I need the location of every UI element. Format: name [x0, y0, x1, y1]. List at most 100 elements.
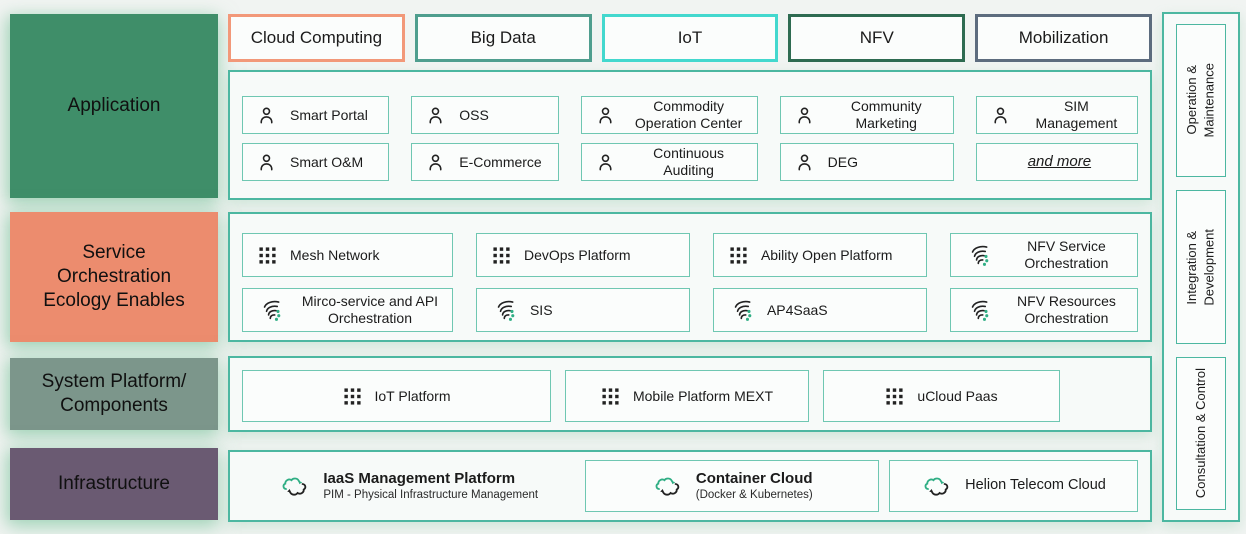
item-label: and more	[1027, 153, 1092, 170]
person-icon	[260, 154, 273, 170]
layer-label-text: Infrastructure	[58, 472, 170, 494]
layer-label-system-platform-components: System Platform/ Components	[10, 358, 218, 430]
item-label: OSS	[459, 106, 489, 123]
app-item-smart-o-m: Smart O&M	[242, 143, 390, 181]
app-item-commodity-operation-center: Commodity Operation Center	[580, 96, 758, 134]
item-subtitle: (Docker & Kubernetes)	[695, 488, 813, 501]
item-label: NFV Resources Orchestration	[1017, 293, 1116, 326]
tab-nfv: NFV	[788, 14, 966, 62]
item-label: Commodity Operation Center	[634, 98, 743, 131]
item-label: Continuous Auditing	[653, 145, 724, 178]
so-item-ap4saas: AP4SaaS	[712, 288, 927, 332]
app-item-continuous-auditing: Continuous Auditing	[580, 143, 758, 181]
app-item-smart-portal: Smart Portal	[242, 96, 390, 134]
infra-item-container-cloud: Container Cloud(Docker & Kubernetes)	[585, 460, 879, 512]
tab-label: NFV	[859, 28, 894, 47]
sidebar-integration-development: Integration & Development	[1176, 190, 1226, 344]
cloud-sync-icon	[655, 477, 679, 496]
tab-label: Big Data	[470, 28, 536, 47]
sidebar-label: Integration & Development	[1184, 228, 1217, 306]
technology-tabs-row: Cloud Computing Big Data IoT NFV Mobilizatio…	[228, 14, 1152, 62]
app-item-and-more: and more	[975, 143, 1138, 181]
tab-iot: IoT	[601, 14, 779, 62]
grid-dots-icon	[343, 387, 361, 405]
diagram-content-column: Cloud Computing Big Data IoT NFV Mobilizatio…	[228, 0, 1152, 534]
tab-label: Cloud Computing	[250, 28, 383, 47]
item-subtitle: PIM - Physical Infrastructure Management	[323, 488, 539, 501]
item-label: DevOps Platform	[523, 246, 631, 263]
item-label: E-Commerce	[459, 153, 542, 170]
item-title: Helion Telecom Cloud	[965, 477, 1106, 494]
person-icon	[798, 154, 811, 170]
layer-label-text: System Platform/ Components	[41, 370, 187, 416]
so-item-mesh-network: Mesh Network	[242, 233, 453, 277]
layer-label-application: Application	[10, 14, 218, 198]
wave-lines-icon	[971, 245, 989, 266]
infra-item-helion-telecom-cloud: Helion Telecom Cloud	[888, 460, 1138, 512]
tab-label: IoT	[677, 28, 703, 47]
layer-label-service-orchestration-ecology-enables: Service Orchestration Ecology Enables	[10, 212, 218, 342]
grid-dots-icon	[493, 246, 510, 264]
sidebar-consultation-control: Consultation & Control	[1176, 356, 1226, 510]
person-icon	[598, 107, 612, 123]
item-label: Smart Portal	[290, 106, 368, 123]
app-item-community-marketing: Community Marketing	[779, 96, 954, 134]
app-item-sim-management: SIM Management	[975, 96, 1138, 134]
grid-dots-icon	[602, 387, 619, 405]
item-label: IoT Platform	[374, 387, 451, 404]
wave-lines-icon	[263, 300, 281, 321]
item-label: NFV Service Orchestration	[1024, 238, 1109, 271]
tab-mobilization: Mobilization	[975, 14, 1152, 62]
so-item-nfv-resources-orchestration: NFV Resources Orchestration	[949, 288, 1138, 332]
person-icon	[994, 107, 1007, 123]
service-orchestration-container: Mesh Network DevOps Platform Ability Open …	[228, 212, 1152, 342]
app-item-oss: OSS	[411, 96, 559, 134]
application-container: Smart Portal OSS Commodity Operation Cente…	[228, 70, 1152, 200]
item-title: IaaS Management Platform	[323, 469, 516, 487]
so-item-nfv-service-orchestration: NFV Service Orchestration	[949, 233, 1138, 277]
layer-label-infrastructure: Infrastructure	[10, 448, 218, 520]
item-label: SIM Management	[1035, 98, 1118, 131]
wave-lines-icon	[734, 300, 752, 321]
person-icon	[429, 154, 442, 170]
cloud-sync-icon	[282, 477, 307, 496]
so-item-ability-open-platform: Ability Open Platform	[712, 233, 927, 277]
item-label: Helion Telecom Cloud	[965, 477, 1106, 494]
sp-item-iot-platform: IoT Platform	[242, 370, 551, 422]
sp-item-ucloud-paas: uCloud Paas	[823, 370, 1060, 422]
item-label: Smart O&M	[290, 153, 364, 170]
item-title: Container Cloud	[695, 469, 813, 487]
layer-label-text: Service Orchestration Ecology Enables	[43, 241, 185, 312]
item-label: Mobile Platform MEXT	[632, 387, 774, 404]
person-icon	[429, 107, 442, 123]
system-platform-container: IoT Platform Mobile Platform MEXT uCloud P…	[228, 356, 1152, 432]
so-item-mirco-service-and-api-orchestration: Mirco-service and API Orchestration	[242, 288, 453, 332]
item-label: Container Cloud(Docker & Kubernetes)	[696, 470, 813, 503]
so-item-sis: SIS	[475, 288, 690, 332]
item-label: Mesh Network	[290, 246, 380, 263]
app-item-deg: DEG	[779, 143, 954, 181]
person-icon	[260, 107, 273, 123]
layer-label-text: Application	[67, 94, 161, 116]
item-label: Community Marketing	[850, 98, 922, 131]
tab-cloud-computing: Cloud Computing	[228, 14, 405, 62]
so-item-devops-platform: DevOps Platform	[475, 233, 690, 277]
person-icon	[798, 107, 811, 123]
app-item-e-commerce: E-Commerce	[411, 143, 559, 181]
sidebar-label: Consultation & Control	[1193, 368, 1209, 499]
wave-lines-icon	[971, 300, 989, 321]
tab-big-data: Big Data	[414, 14, 592, 62]
grid-dots-icon	[886, 387, 903, 405]
item-label: DEG	[827, 153, 858, 170]
grid-dots-icon	[730, 246, 747, 264]
sidebar-operation-maintenance: Operation & Maintenance	[1176, 24, 1226, 178]
person-icon	[598, 154, 612, 170]
tab-label: Mobilization	[1018, 28, 1109, 47]
item-label: AP4SaaS	[766, 301, 828, 318]
item-label: uCloud Paas	[917, 387, 998, 404]
